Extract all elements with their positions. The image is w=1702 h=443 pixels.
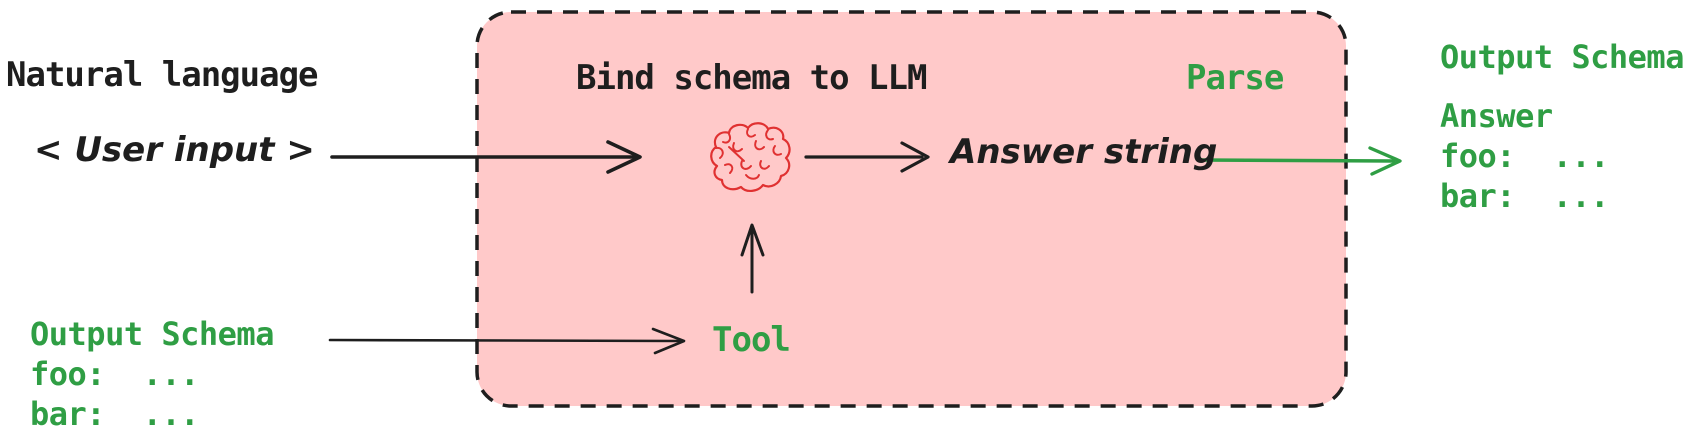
bind-schema-box [475,10,1348,408]
tool-to-llm-arrow [740,223,765,294]
tool-label: Tool [712,320,791,360]
left-schema-field: bar: ... [30,395,199,433]
natural-language-label: Natural language [6,55,319,95]
llm-output-arrow [804,141,930,173]
right-schema-field: foo: ... [1440,137,1609,175]
right-schema-answer: Answer [1440,97,1553,135]
right-schema-title: Output Schema [1440,38,1684,76]
left-schema-title: Output Schema [30,315,274,353]
user-input-arrow [330,140,642,174]
bind-schema-label: Bind schema to LLM [576,58,927,98]
brain-icon [710,122,791,192]
right-output-schema: Answer foo: ... bar: ... [1440,96,1609,216]
schema-to-tool-arrow [328,327,686,355]
right-schema-field: bar: ... [1440,177,1609,215]
answer-string-label: Answer string [950,132,1218,172]
user-input-label: < User input > [34,130,315,170]
parse-label: Parse [1186,58,1284,98]
left-output-schema: Output Schema foo: ... bar: ... [30,314,274,434]
parse-arrow [1196,146,1402,176]
left-schema-field: foo: ... [30,355,199,393]
